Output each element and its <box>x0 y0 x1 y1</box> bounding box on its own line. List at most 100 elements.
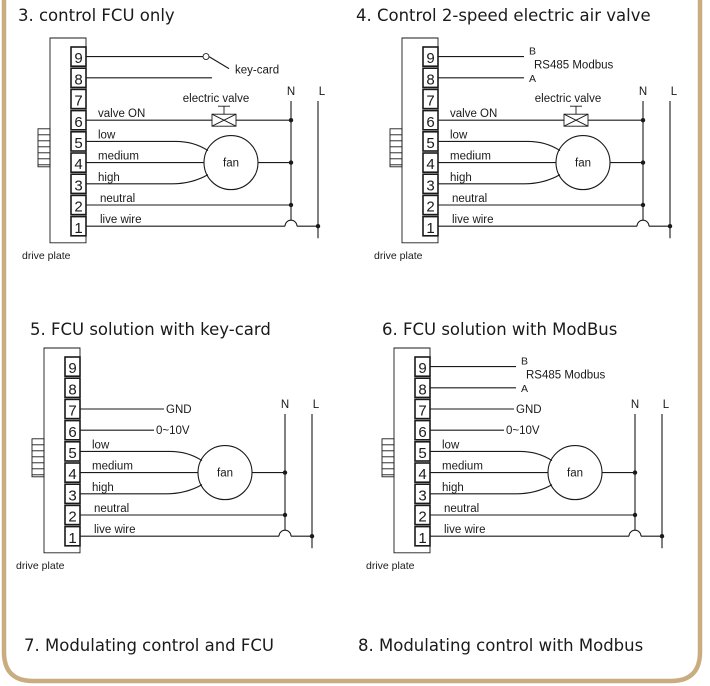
terminal-number: 2 <box>426 199 434 216</box>
drive-plate-body <box>49 37 87 244</box>
supply-n-label: N <box>281 399 289 411</box>
valve-cross <box>563 113 589 127</box>
supply-n-label: N <box>639 86 647 98</box>
terminal-number: 1 <box>418 530 426 547</box>
label-rs485-modbus: RS485 Modbus <box>526 370 606 382</box>
wire-live-hop <box>628 529 642 537</box>
terminal-number: 3 <box>418 487 426 504</box>
terminal-number: 5 <box>74 135 82 152</box>
panel-title-5: 5. FCU solution with key-card <box>30 320 271 339</box>
junction-dot <box>659 534 665 539</box>
label-gnd: GND <box>166 404 192 416</box>
terminal-box <box>64 356 81 378</box>
label-valve-on: valve ON <box>450 108 497 120</box>
drive-plate-connector <box>37 128 51 168</box>
drive-plate-connector <box>389 128 403 168</box>
wire-low-curve <box>169 450 203 462</box>
terminal-number: 7 <box>74 93 82 110</box>
wire-high-curve <box>171 174 209 185</box>
panel-title-6: 6. FCU solution with ModBus <box>382 320 617 339</box>
supply-n-label: N <box>631 399 639 411</box>
terminal-number: 6 <box>68 424 76 441</box>
terminal-number: 5 <box>418 445 426 462</box>
wire-high-curve <box>523 174 561 185</box>
terminal-number: 8 <box>74 71 82 88</box>
fan-label: fan <box>217 468 233 480</box>
panel-title-7: 7. Modulating control and FCU <box>24 636 274 655</box>
label-neutral: neutral <box>100 193 135 205</box>
terminal-number: 3 <box>68 487 76 504</box>
supply-l-label: L <box>663 399 670 411</box>
supply-l-label: L <box>319 86 326 98</box>
terminal-number: 7 <box>426 93 434 110</box>
wire-high-curve <box>515 484 553 495</box>
key-card-switch <box>208 56 230 70</box>
label-medium: medium <box>92 461 133 473</box>
label-low: low <box>442 439 460 451</box>
wire-live-hop <box>284 219 298 227</box>
label-rs485-modbus: RS485 Modbus <box>534 60 614 72</box>
fan-label: fan <box>575 158 591 170</box>
junction-dot <box>288 160 294 165</box>
wire-low-curve <box>519 450 553 462</box>
wire-low-curve <box>527 140 561 152</box>
wire-live-hop <box>278 529 292 537</box>
drive-plate-label: drive plate <box>366 560 415 572</box>
label-0-10v: 0~10V <box>506 425 540 437</box>
terminal-number: 8 <box>418 381 426 398</box>
label-neutral: neutral <box>452 193 487 205</box>
label-high: high <box>92 482 114 494</box>
junction-dot <box>282 470 288 475</box>
drive-plate-body <box>43 347 81 554</box>
junction-dot <box>632 470 638 475</box>
label-electric-valve: electric valve <box>183 93 249 105</box>
terminal-box <box>422 88 439 110</box>
valve-cross <box>211 113 237 127</box>
junction-dot <box>667 224 673 229</box>
fan-label: fan <box>223 158 239 170</box>
drive-plate-label: drive plate <box>22 250 71 262</box>
drive-plate-connector <box>381 438 395 478</box>
label-medium: medium <box>98 151 139 163</box>
key-card-contact <box>202 53 210 61</box>
terminal-number: 7 <box>68 403 76 420</box>
label-low: low <box>98 129 116 141</box>
terminal-number: 1 <box>68 530 76 547</box>
label-live-wire: live wire <box>100 214 142 226</box>
junction-dot <box>640 202 646 208</box>
label-medium: medium <box>442 461 483 473</box>
label-high: high <box>442 482 464 494</box>
label-live-wire: live wire <box>444 524 486 536</box>
label-0-10v: 0~10V <box>156 425 190 437</box>
label-b: B <box>529 46 536 58</box>
terminal-number: 1 <box>426 220 434 237</box>
label-high: high <box>98 172 120 184</box>
terminal-number: 4 <box>426 156 434 173</box>
wire-low-curve <box>175 140 209 152</box>
drive-plate-connector <box>31 438 45 478</box>
terminal-number: 6 <box>426 114 434 131</box>
supply-n-label: N <box>287 86 295 98</box>
terminal-number: 6 <box>74 114 82 131</box>
label-electric-valve: electric valve <box>535 93 601 105</box>
junction-dot <box>640 118 646 123</box>
junction-dot <box>288 202 294 208</box>
terminal-number: 1 <box>74 220 82 237</box>
terminal-number: 5 <box>68 445 76 462</box>
label-neutral: neutral <box>444 503 479 515</box>
terminal-number: 8 <box>68 381 76 398</box>
terminal-number: 8 <box>426 71 434 88</box>
supply-l-label: L <box>671 86 678 98</box>
panel-title-8: 8. Modulating control with Modbus <box>358 636 643 655</box>
terminal-number: 4 <box>68 466 76 483</box>
supply-l-label: L <box>313 399 320 411</box>
drive-plate-body <box>401 37 439 244</box>
terminal-number: 9 <box>74 50 82 67</box>
panel-title-3: 3. control FCU only <box>18 6 175 25</box>
fan-label: fan <box>567 468 583 480</box>
drive-plate-body <box>393 347 431 554</box>
drive-plate-label: drive plate <box>16 560 65 572</box>
